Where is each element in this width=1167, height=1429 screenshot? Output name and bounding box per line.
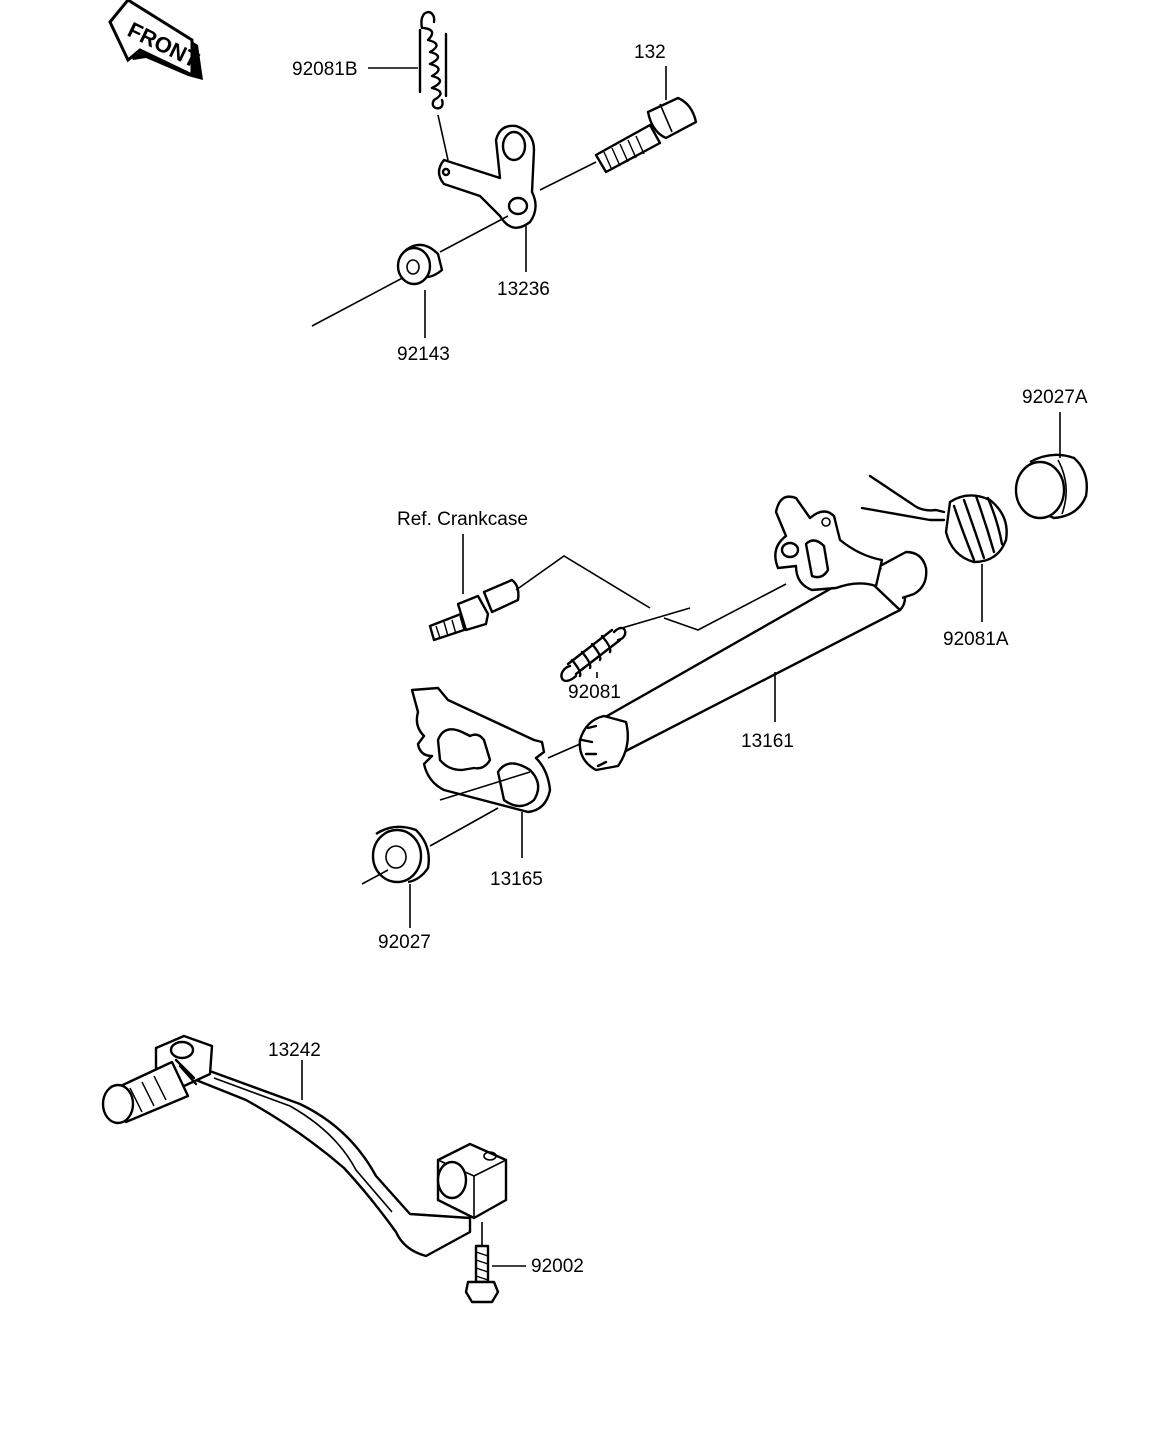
front-arrow-icon: FRONT xyxy=(108,0,203,80)
label-92081a: 92081A xyxy=(943,629,1009,650)
shift-shaft-13161 xyxy=(578,495,928,772)
label-13242: 13242 xyxy=(268,1040,321,1061)
bushing-92027a xyxy=(1014,453,1088,520)
label-13165: 13165 xyxy=(490,869,543,890)
label-92081b: 92081B xyxy=(292,59,358,80)
bracket-13236 xyxy=(437,124,537,229)
bolt-92002 xyxy=(464,1222,500,1304)
shift-arm-13165 xyxy=(410,686,552,814)
label-92002: 92002 xyxy=(531,1256,584,1277)
bushing-92027 xyxy=(371,825,430,884)
label-92081: 92081 xyxy=(568,682,621,703)
spring-92081a xyxy=(860,474,1008,564)
label-92027: 92027 xyxy=(378,932,431,953)
crankcase-stud xyxy=(428,578,520,642)
label-13236: 13236 xyxy=(497,279,550,300)
label-13161: 13161 xyxy=(741,731,794,752)
shift-pedal-13242 xyxy=(101,1034,508,1258)
label-92027a: 92027A xyxy=(1022,387,1088,408)
spring-92081b xyxy=(418,11,449,161)
label-92143: 92143 xyxy=(397,344,450,365)
spring-92081 xyxy=(560,607,691,683)
bushing-92143 xyxy=(396,243,444,286)
label-ref-crankcase: Ref. Crankcase xyxy=(397,509,528,530)
label-132: 132 xyxy=(634,42,666,63)
bolt-132 xyxy=(594,96,698,174)
